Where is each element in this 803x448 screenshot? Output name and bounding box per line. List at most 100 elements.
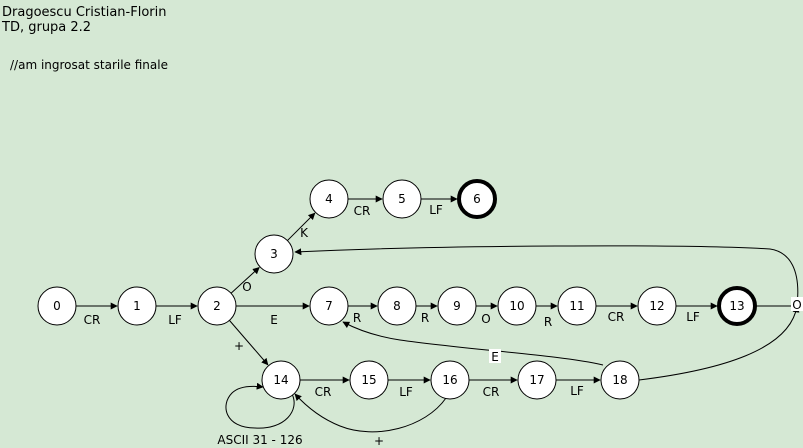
transition-label: LF — [399, 385, 413, 399]
state-label: 4 — [325, 192, 333, 206]
state-circle — [117, 286, 157, 326]
final-state-circle — [717, 286, 757, 326]
transition-arrow — [229, 320, 269, 366]
state-circle — [637, 286, 677, 326]
transition-label: E — [270, 313, 278, 327]
transition-label: CR — [315, 385, 332, 399]
state-circle — [349, 360, 389, 400]
transition-label: LF — [686, 310, 700, 324]
state-label: 6 — [473, 192, 481, 206]
transition-2-14 — [229, 320, 269, 366]
transition-16-14 — [294, 393, 447, 433]
transition-arrow — [225, 382, 295, 429]
state-circle — [197, 286, 237, 326]
transition-label: LF — [570, 384, 584, 398]
state-circle — [309, 286, 349, 326]
transition-label: R — [421, 311, 429, 325]
state-circle — [497, 286, 537, 326]
transition-18-7 — [342, 321, 604, 366]
transition-label: CR — [84, 313, 101, 327]
state-label: 5 — [398, 192, 406, 206]
transition-13-3 — [294, 245, 799, 307]
state-circle — [377, 286, 417, 326]
state-circle — [254, 234, 294, 274]
final-state-circle — [457, 179, 497, 219]
transition-label-background — [489, 349, 501, 363]
header: Dragoescu Cristian-Florin TD, grupa 2.2 — [2, 5, 166, 35]
transition-label: CR — [354, 204, 371, 218]
state-18: 18 — [600, 360, 640, 400]
transition-arrow — [638, 305, 800, 381]
state-9: 9 — [437, 286, 477, 326]
state-0: 0 — [37, 286, 77, 326]
state-label: 11 — [569, 299, 584, 313]
transition-label: LF — [168, 313, 182, 327]
state-label: 0 — [53, 299, 61, 313]
state-label: 8 — [393, 299, 401, 313]
state-label: 9 — [453, 299, 461, 313]
state-circle — [517, 360, 557, 400]
transition-label-background — [791, 297, 803, 311]
group-label: TD, grupa 2.2 — [2, 20, 92, 35]
state-label: 10 — [509, 299, 524, 313]
state-label: 17 — [529, 373, 544, 387]
transition-label: ASCII 31 - 126 — [217, 433, 302, 447]
state-5: 5 — [382, 179, 422, 219]
transition-18-3 — [638, 305, 800, 381]
state-label: 2 — [213, 299, 221, 313]
state-3: 3 — [254, 234, 294, 274]
state-15: 15 — [349, 360, 389, 400]
transition-label: + — [234, 339, 244, 353]
state-circle — [382, 179, 422, 219]
state-label: 13 — [729, 299, 744, 313]
state-label: 3 — [270, 247, 278, 261]
state-label: 16 — [442, 373, 457, 387]
transition-3-4 — [287, 212, 316, 241]
author-name: Dragoescu Cristian-Florin — [2, 5, 167, 20]
transition-label: K — [300, 226, 309, 240]
state-6: 6 — [457, 179, 497, 219]
state-label: 1 — [133, 299, 141, 313]
transition-label: O — [242, 280, 251, 294]
transition-2-3 — [230, 267, 260, 294]
transition-label: LF — [429, 203, 443, 217]
transition-label: O — [792, 298, 801, 312]
state-label: 12 — [649, 299, 664, 313]
state-circle — [430, 360, 470, 400]
transition-14-14 — [225, 382, 295, 429]
comment-note: //am ingrosat starile finale — [10, 58, 168, 72]
state-10: 10 — [497, 286, 537, 326]
transition-label: + — [374, 434, 384, 448]
transition-arrow — [342, 321, 604, 366]
state-16: 16 — [430, 360, 470, 400]
state-7: 7 — [309, 286, 349, 326]
transition-label: O — [481, 312, 490, 326]
transition-label: E — [491, 350, 499, 364]
state-label: 7 — [325, 299, 333, 313]
transition-arrow — [287, 212, 316, 241]
transition-label: CR — [608, 310, 625, 324]
state-13: 13 — [717, 286, 757, 326]
transition-arrow — [294, 245, 799, 307]
state-17: 17 — [517, 360, 557, 400]
state-circle — [309, 179, 349, 219]
state-label: 18 — [612, 373, 627, 387]
state-label: 14 — [273, 373, 288, 387]
state-2: 2 — [197, 286, 237, 326]
state-circle — [37, 286, 77, 326]
transition-arrow — [294, 393, 447, 433]
transition-label: R — [353, 311, 361, 325]
transition-label: R — [544, 315, 552, 329]
transition-arrow — [230, 267, 260, 294]
state-12: 12 — [637, 286, 677, 326]
state-circle — [557, 286, 597, 326]
state-8: 8 — [377, 286, 417, 326]
state-14: 14 — [261, 360, 301, 400]
state-circle — [437, 286, 477, 326]
state-circle — [600, 360, 640, 400]
state-circle — [261, 360, 301, 400]
transition-label: CR — [483, 385, 500, 399]
state-4: 4 — [309, 179, 349, 219]
state-1: 1 — [117, 286, 157, 326]
